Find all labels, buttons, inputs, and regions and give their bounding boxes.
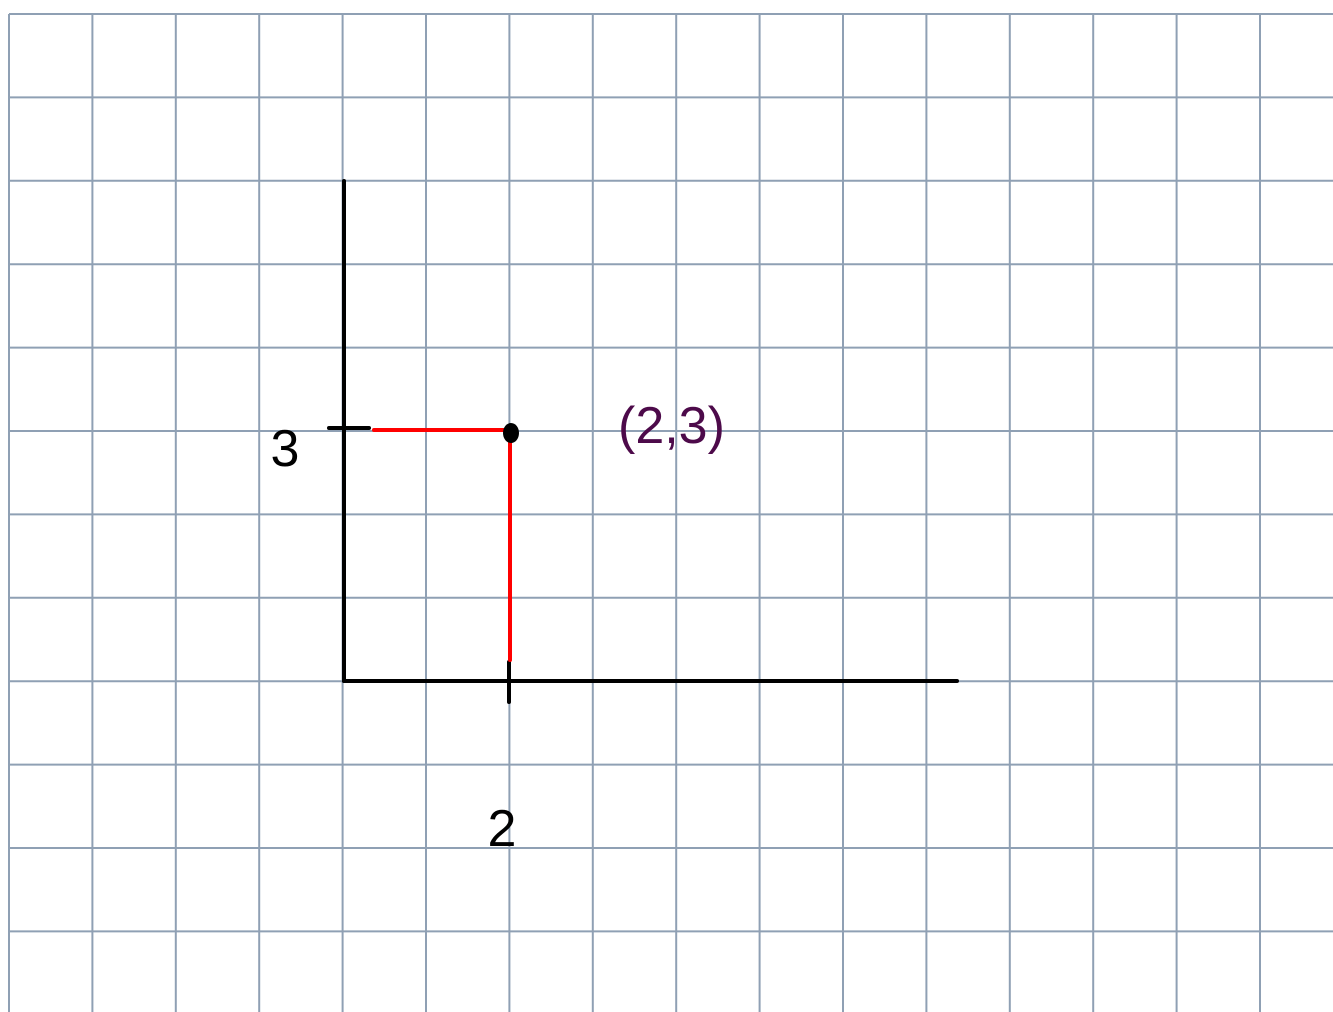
point-label: (2,3) <box>618 397 725 455</box>
plotted-point <box>503 423 519 443</box>
graph-paper-grid <box>8 13 1333 1012</box>
x-tick-label: 2 <box>488 800 517 858</box>
y-tick-label: 3 <box>271 420 300 478</box>
